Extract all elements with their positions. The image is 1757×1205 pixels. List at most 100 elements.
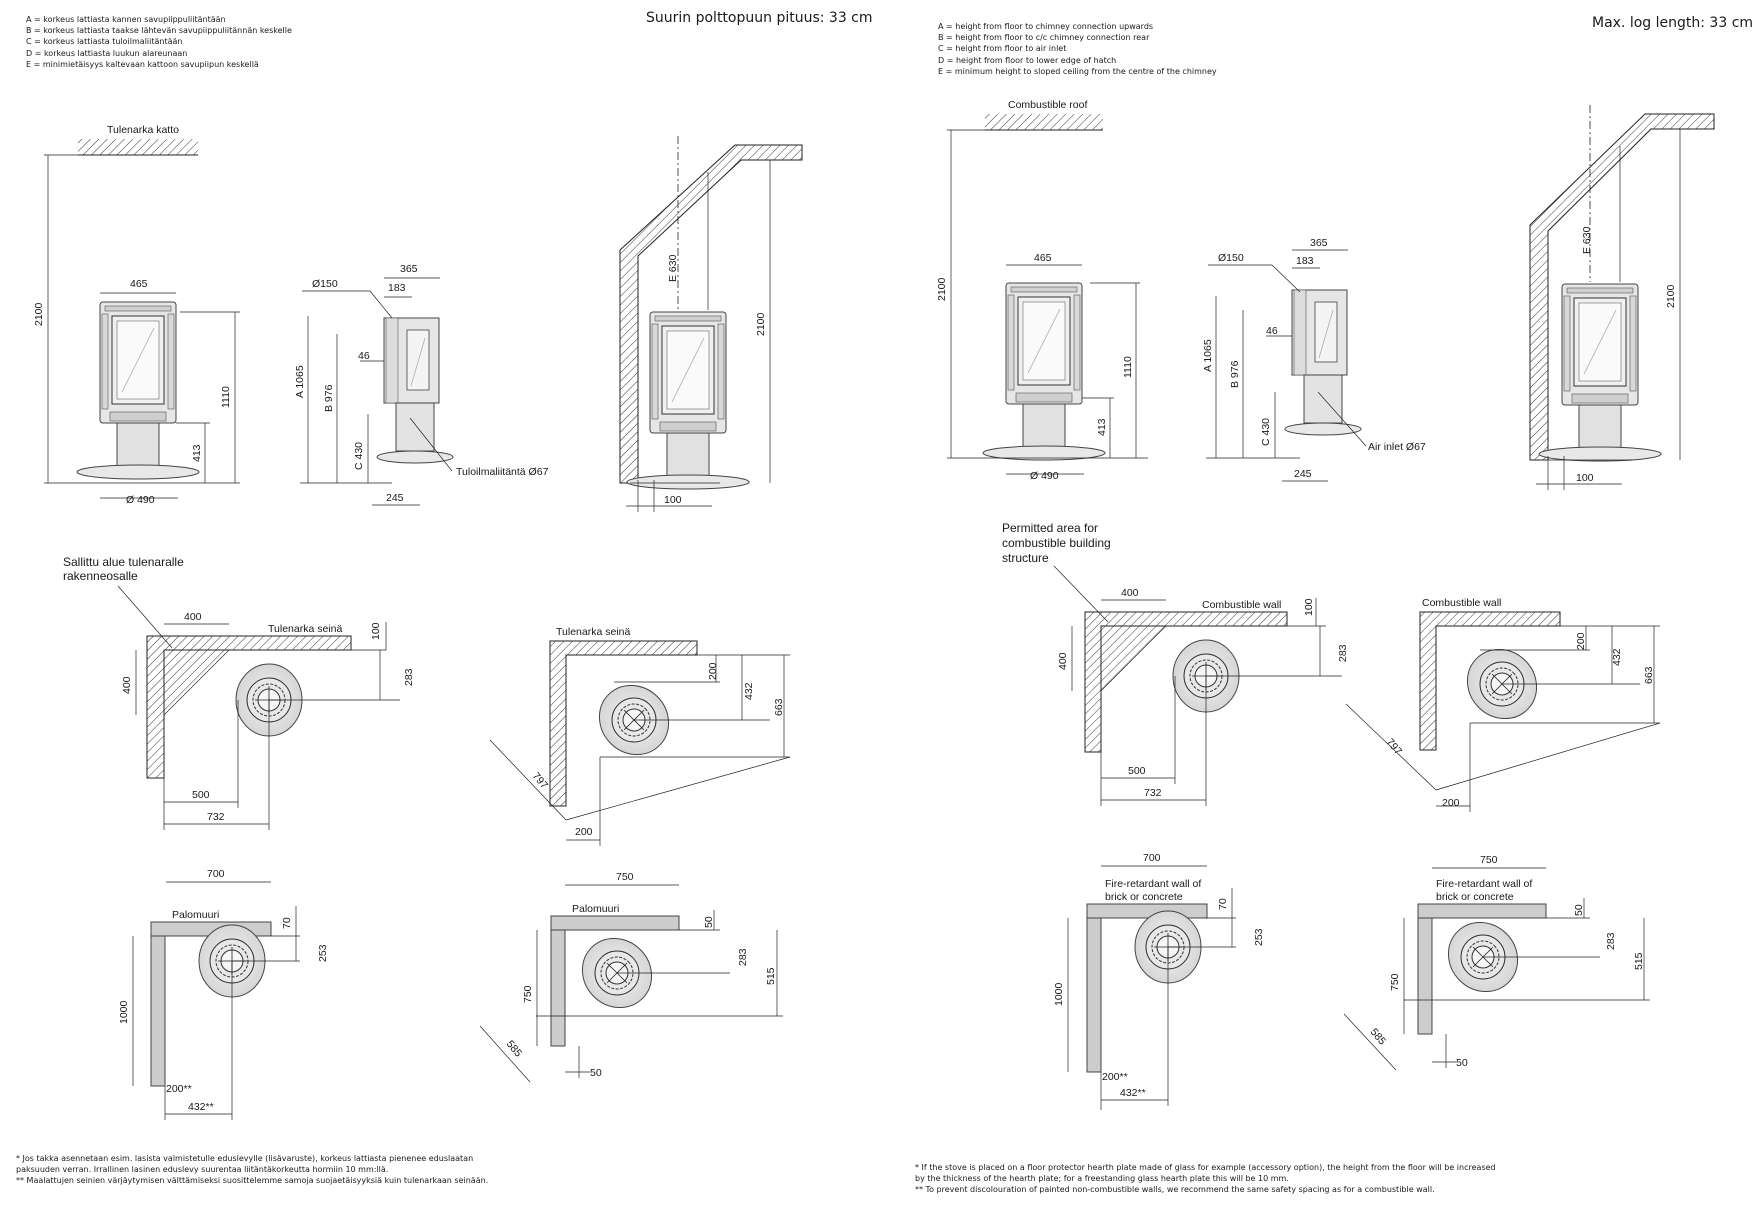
plan-firewall-straight-en: Fire-retardant wall of brick or concrete… xyxy=(1053,852,1265,1110)
air-inlet-label: Tuloilmaliitäntä Ø67 xyxy=(456,466,549,478)
dim-200: 200 xyxy=(707,662,719,680)
legend-line: D = korkeus lattiasta luukun alareunaan xyxy=(26,48,188,58)
dim-46: 46 xyxy=(358,350,370,362)
footnote: paksuuden verran. Irrallinen lasinen edu… xyxy=(16,1165,389,1174)
dim-70: 70 xyxy=(1217,898,1229,910)
dim-1000: 1000 xyxy=(1053,982,1065,1006)
ceiling-hatch xyxy=(985,114,1103,130)
dim-e630: E 630 xyxy=(667,254,679,282)
footnotes-en: * If the stove is placed on a floor prot… xyxy=(915,1162,1496,1195)
dim-a1065: A 1065 xyxy=(1202,339,1214,372)
permitted-area-label: structure xyxy=(1002,551,1049,565)
dim-283: 283 xyxy=(1605,932,1617,950)
ceiling-hatch xyxy=(78,139,198,155)
dim-d150: Ø150 xyxy=(1218,252,1244,264)
footnotes-fi: * Jos takka asennetaan esim. lasista val… xyxy=(16,1153,488,1186)
firewall xyxy=(1086,903,1208,919)
dim-200s: 200** xyxy=(166,1083,192,1095)
dim-a1065: A 1065 xyxy=(294,365,306,398)
dim-732: 732 xyxy=(1144,787,1162,799)
dim-100: 100 xyxy=(1576,472,1594,484)
dim-413: 413 xyxy=(1096,418,1108,436)
dim-d490: Ø 490 xyxy=(1030,470,1059,482)
dim-b976: B 976 xyxy=(1229,360,1241,388)
stove-side xyxy=(1284,289,1362,436)
firewall xyxy=(150,935,166,1087)
dim-d490: Ø 490 xyxy=(126,494,155,506)
dim-400: 400 xyxy=(184,611,202,623)
firewall xyxy=(1417,917,1433,1035)
permitted-area-label: Sallittu alue tulenaralle xyxy=(63,555,184,569)
dim-465: 465 xyxy=(1034,252,1052,264)
dim-515: 515 xyxy=(1633,952,1645,970)
stove-side xyxy=(376,317,454,464)
max-log-length-en: Max. log length: 33 cm xyxy=(1592,15,1754,31)
wall-hatch xyxy=(1419,611,1561,751)
dim-750: 750 xyxy=(1480,854,1498,866)
ceiling-label: Tulenarka katto xyxy=(107,124,179,136)
footnote: by the thickness of the hearth plate; fo… xyxy=(915,1174,1289,1183)
footnote: ** Maalattujen seinien värjäytymisen väl… xyxy=(16,1176,489,1185)
ceiling-label: Combustible roof xyxy=(1008,99,1087,111)
footnote: ** To prevent discolouration of painted … xyxy=(915,1185,1435,1194)
dim-c430: C 430 xyxy=(353,442,365,470)
sloped-ceiling-view-en: E 630 2100 100 xyxy=(1529,105,1715,490)
dim-465: 465 xyxy=(130,278,148,290)
dim-1110: 1110 xyxy=(220,386,232,408)
plan-corner-straight-en: Permitted area for combustible building … xyxy=(1002,521,1349,806)
firewall-label: brick or concrete xyxy=(1105,891,1183,903)
stove-front xyxy=(626,311,750,490)
combustible-wall-label: Tulenarka seinä xyxy=(268,623,342,635)
dim-b976: B 976 xyxy=(323,384,335,412)
dim-432: 432 xyxy=(1611,648,1623,666)
dim-432: 432 xyxy=(743,682,755,700)
dim-797: 797 xyxy=(1384,736,1405,757)
firewall xyxy=(1417,903,1547,919)
dim-283: 283 xyxy=(737,948,749,966)
permitted-area-label: rakenneosalle xyxy=(63,569,138,583)
firewall-label: Palomuuri xyxy=(572,903,619,915)
plan-corner-diagonal-en: Combustible wall 200 432 663 797 200 xyxy=(1345,597,1661,812)
dim-200s: 200** xyxy=(1102,1071,1128,1083)
dim-2100: 2100 xyxy=(755,312,767,336)
dim-283: 283 xyxy=(403,668,415,686)
dim-200: 200 xyxy=(575,826,593,838)
dim-432s: 432** xyxy=(188,1101,214,1113)
legend-line: B = height from floor to c/c chimney con… xyxy=(938,33,1150,43)
dim-2100: 2100 xyxy=(33,302,45,326)
firewall-label: brick or concrete xyxy=(1436,891,1514,903)
permitted-area xyxy=(163,649,230,716)
dim-732: 732 xyxy=(207,811,225,823)
dim-413: 413 xyxy=(191,444,203,462)
dim-e630: E 630 xyxy=(1581,226,1593,254)
dim-365: 365 xyxy=(400,263,418,275)
permitted-area xyxy=(1100,625,1167,692)
dim-245: 245 xyxy=(386,492,404,504)
firewall-label: Palomuuri xyxy=(172,909,219,921)
max-log-length-fi: Suurin polttopuun pituus: 33 cm xyxy=(646,10,873,26)
permitted-area-label: Permitted area for xyxy=(1002,521,1098,535)
sloped-ceiling-view-fi: E 630 2100 100 xyxy=(619,136,803,512)
legend-line: C = korkeus lattiasta tuloilmaliitäntään xyxy=(26,37,183,47)
dim-70: 70 xyxy=(281,917,293,929)
dim-183: 183 xyxy=(388,282,406,294)
dim-50: 50 xyxy=(1573,904,1585,916)
dim-200: 200 xyxy=(1442,797,1460,809)
legend-en: A = height from floor to chimney connect… xyxy=(938,21,1217,77)
front-view-en: Combustible roof 2100 465 1110 413 Ø 490 xyxy=(936,99,1148,482)
dim-2100: 2100 xyxy=(936,277,948,301)
dim-2100: 2100 xyxy=(1665,284,1677,308)
firewall xyxy=(550,915,680,931)
dim-432s: 432** xyxy=(1120,1087,1146,1099)
plan-firewall-straight-fi: Palomuuri 700 70 253 1000 200** 432** xyxy=(118,868,329,1120)
firewall-label: Fire-retardant wall of xyxy=(1436,878,1532,890)
stove-front xyxy=(76,301,200,480)
firewall xyxy=(550,929,566,1047)
dim-700: 700 xyxy=(207,868,225,880)
legend-line: B = korkeus lattiasta taakse lähtevän sa… xyxy=(26,26,292,36)
side-view-fi: 365 183 Ø150 A 1065 B 976 C 430 46 245 T… xyxy=(294,263,549,506)
legend-line: C = height from floor to air inlet xyxy=(938,44,1067,54)
combustible-wall-label: Combustible wall xyxy=(1202,599,1281,611)
dim-200: 200 xyxy=(1575,632,1587,650)
dim-46: 46 xyxy=(1266,325,1278,337)
